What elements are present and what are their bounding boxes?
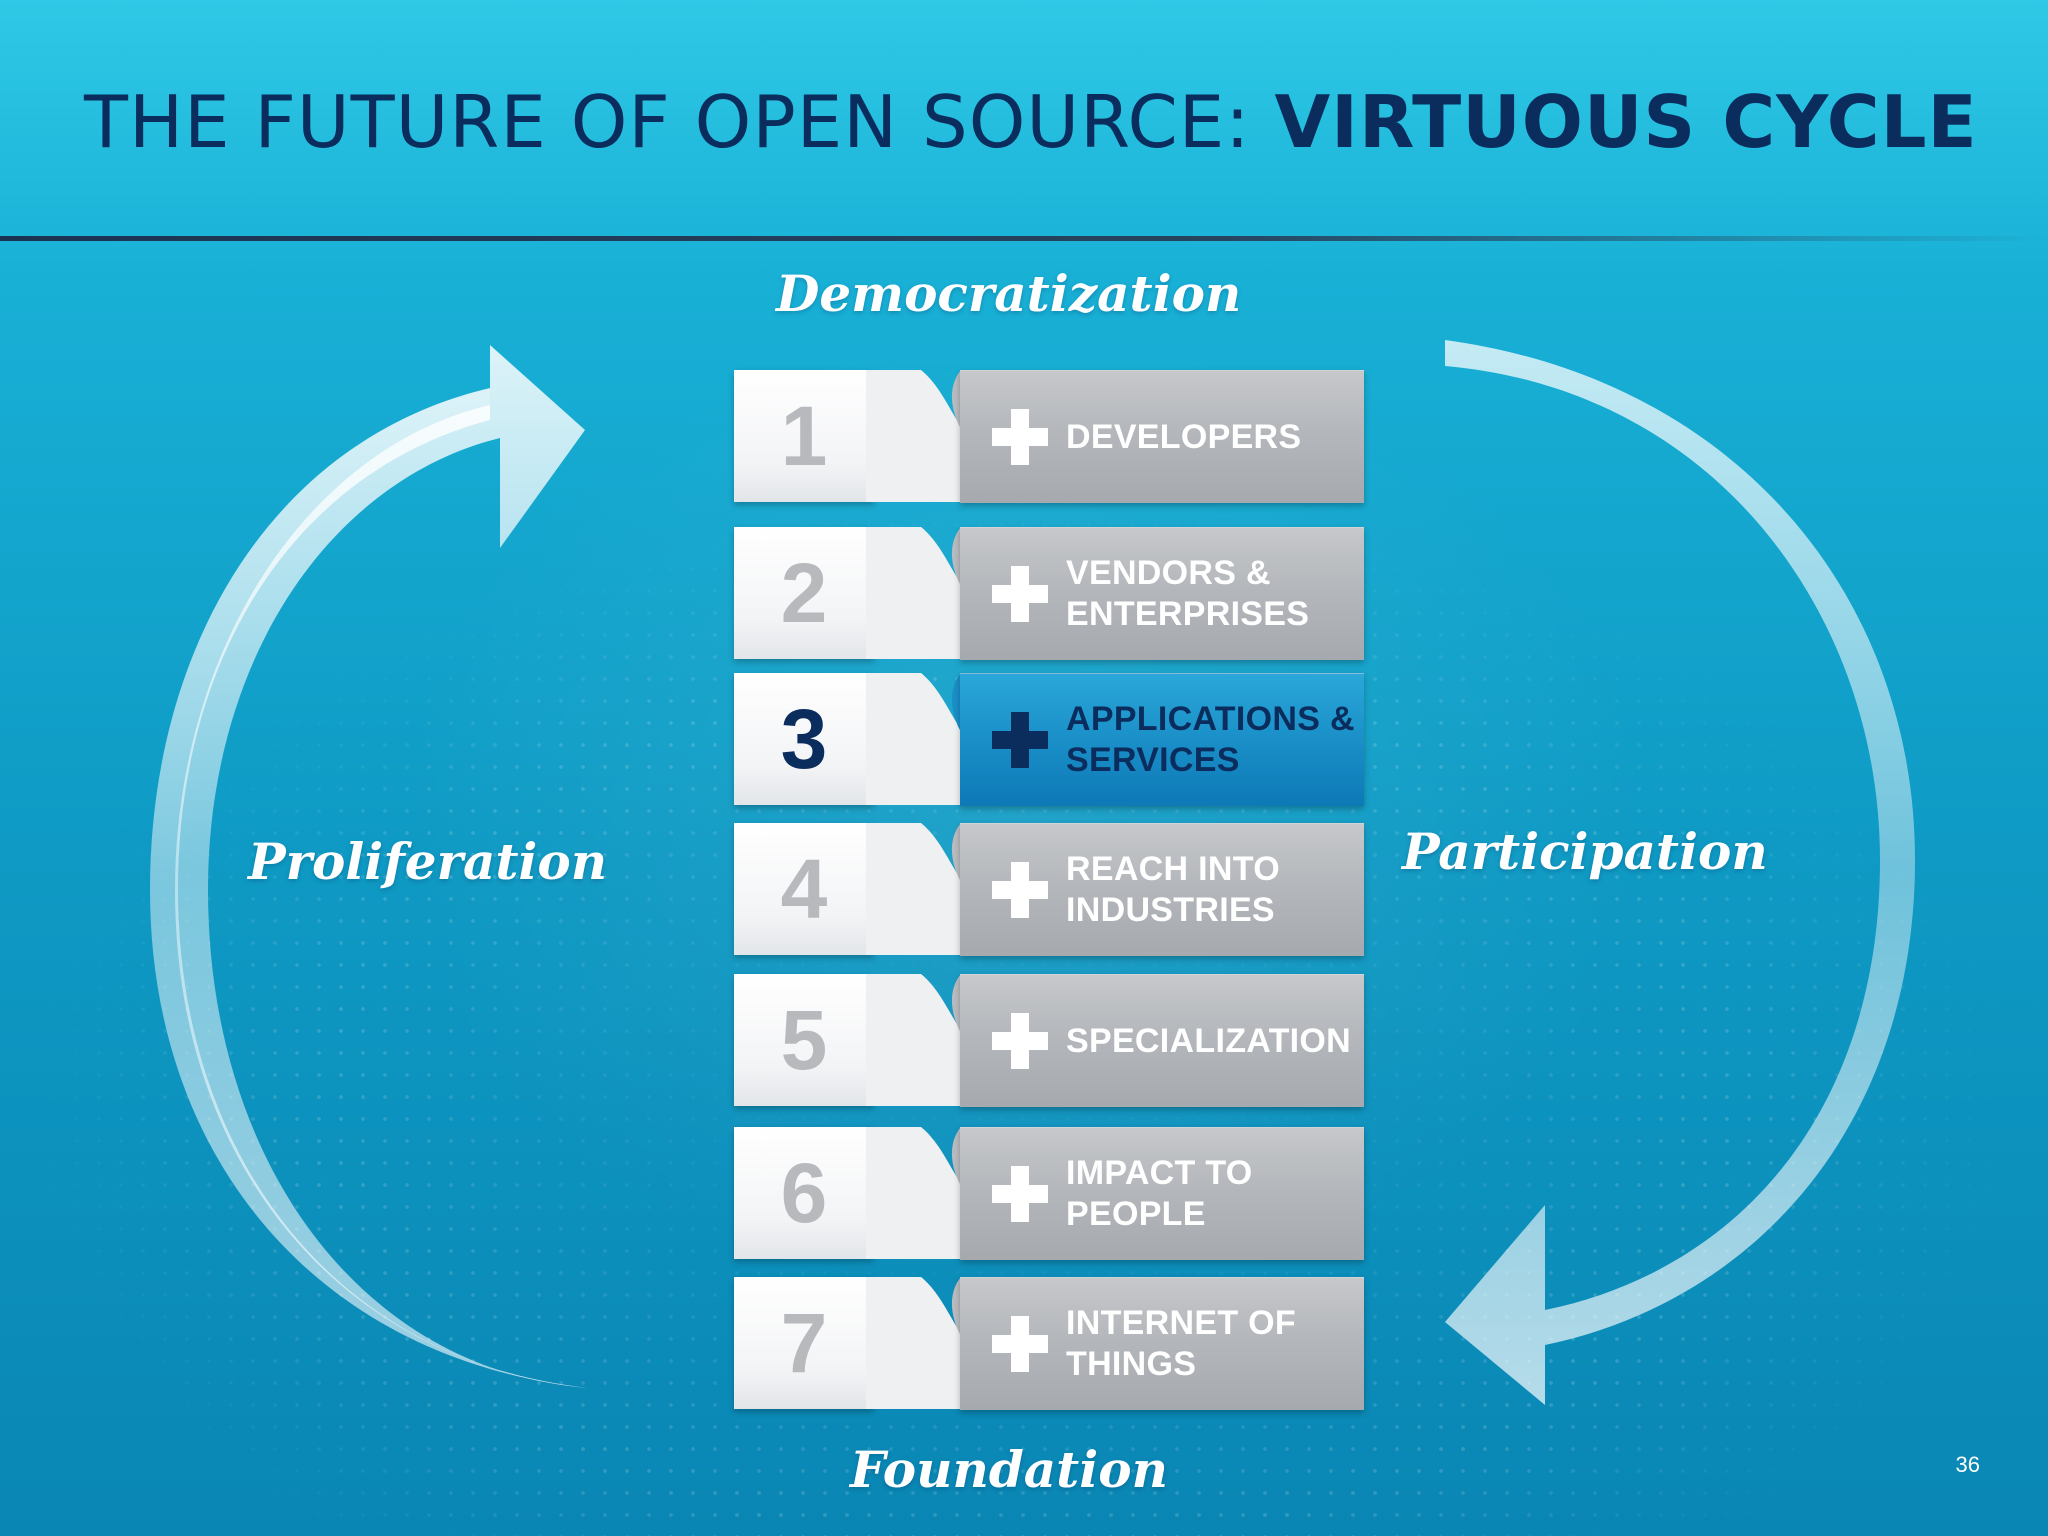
title-regular: THE FUTURE OF OPEN SOURCE: (84, 80, 1275, 164)
slide-title: THE FUTURE OF OPEN SOURCE: VIRTUOUS CYCL… (84, 80, 1984, 164)
number-box (734, 673, 874, 805)
label-box: DEVELOPERS (960, 370, 1364, 503)
cycle-label-right: Participation (1402, 822, 1768, 881)
label-box: SPECIALIZATION (960, 974, 1364, 1107)
item-label: INTERNET OF THINGS (1066, 1304, 1296, 1383)
ribbon-item-1: 1 DEVELOPERS (734, 370, 1364, 503)
item-label: IMPACT TO PEOPLE (1066, 1154, 1253, 1233)
plus-icon (992, 862, 1048, 918)
item-label: VENDORS & ENTERPRISES (1066, 554, 1310, 633)
item-label: DEVELOPERS (1066, 417, 1302, 456)
plus-icon (992, 1166, 1048, 1222)
number-box (734, 974, 874, 1106)
item-number: 7 (780, 1296, 828, 1390)
number-box (734, 527, 874, 659)
plus-icon (992, 712, 1048, 768)
ribbon-item-3: 3 APPLICATIONS & SERVICES (734, 673, 1364, 806)
label-box: APPLICATIONS & SERVICES (960, 673, 1364, 806)
slide-page-number: 36 (1955, 1452, 1980, 1477)
ribbon-item-4: 4 REACH INTO INDUSTRIES (734, 823, 1364, 956)
ribbon-item-6: 6 IMPACT TO PEOPLE (734, 1127, 1364, 1260)
title-bold: VIRTUOUS CYCLE (1274, 80, 1978, 164)
item-label: APPLICATIONS & SERVICES (1066, 700, 1355, 779)
number-box (734, 823, 874, 955)
plus-icon (992, 1316, 1048, 1372)
number-box (734, 370, 874, 502)
item-number: 5 (780, 993, 828, 1087)
plus-icon (992, 1013, 1048, 1069)
label-box: IMPACT TO PEOPLE (960, 1127, 1364, 1260)
number-box (734, 1277, 874, 1409)
number-box (734, 1127, 874, 1259)
item-number: 3 (780, 692, 828, 786)
ribbon-item-2: 2 VENDORS & ENTERPRISES (734, 527, 1364, 660)
item-label: REACH INTO INDUSTRIES (1066, 850, 1280, 929)
label-box: INTERNET OF THINGS (960, 1277, 1364, 1410)
plus-icon (992, 566, 1048, 622)
label-box: REACH INTO INDUSTRIES (960, 823, 1364, 956)
plus-icon (992, 409, 1048, 465)
cycle-label-left: Proliferation (248, 832, 608, 891)
ribbon-item-5: 5 SPECIALIZATION (734, 974, 1364, 1107)
cycle-label-top: Democratization (776, 264, 1242, 323)
title-divider (0, 236, 2048, 241)
ribbon-item-7: 7 INTERNET OF THINGS (734, 1277, 1364, 1410)
item-number: 2 (780, 546, 828, 640)
item-number: 4 (780, 842, 828, 936)
cycle-label-bottom: Foundation (850, 1440, 1168, 1499)
item-label: SPECIALIZATION (1066, 1021, 1352, 1060)
item-number: 1 (780, 389, 828, 483)
label-box: VENDORS & ENTERPRISES (960, 527, 1364, 660)
item-number: 6 (780, 1146, 828, 1240)
